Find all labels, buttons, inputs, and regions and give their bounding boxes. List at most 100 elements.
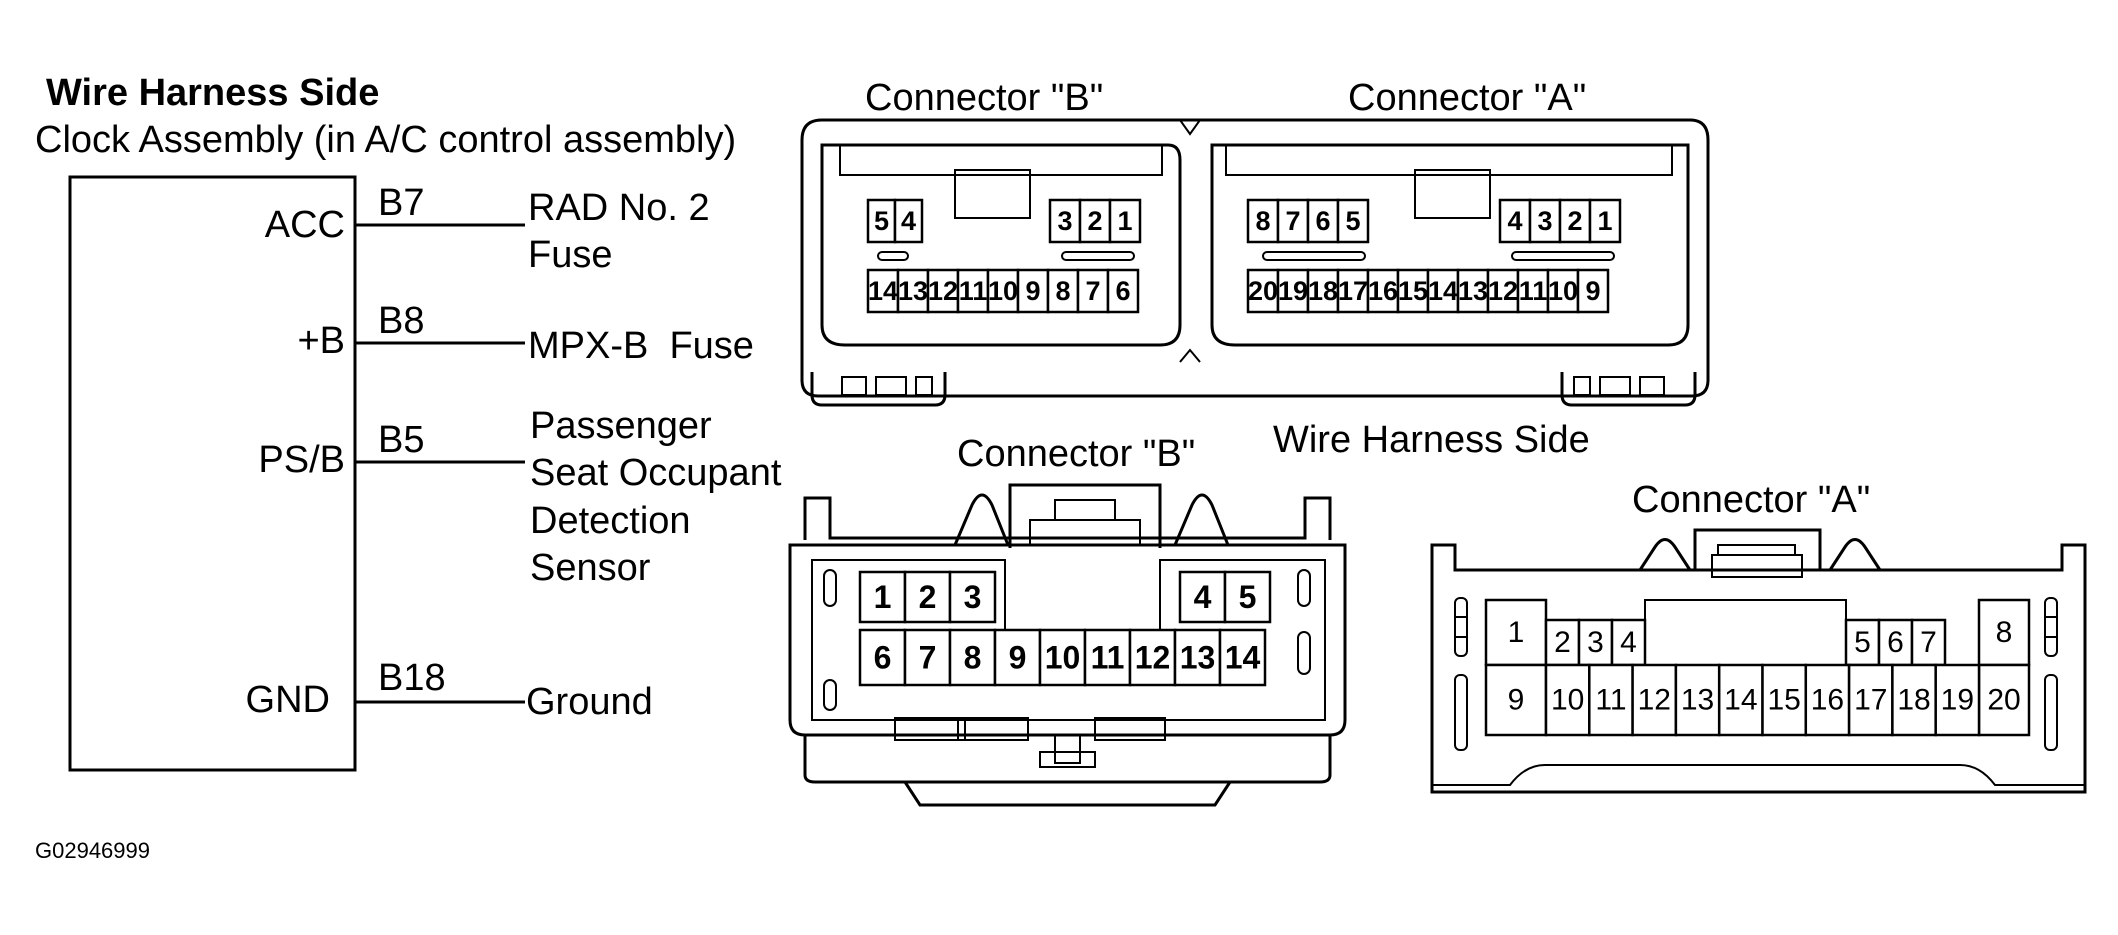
top-b-pin-9: 9 — [1025, 276, 1040, 306]
top-a-pin-18: 18 — [1308, 276, 1338, 306]
top-a-pin-7: 7 — [1285, 206, 1300, 236]
top-a-pin-15-cell — [1396, 268, 1430, 314]
top-a-pin-13: 13 — [1458, 276, 1488, 306]
conn-a-pin-3-cell — [1577, 618, 1614, 667]
top-a-pin-1-cell — [1588, 198, 1622, 244]
pin-b5-label: B5 — [378, 419, 424, 461]
conn-a-pin-15-cell — [1761, 663, 1808, 737]
top-b-pin-5: 5 — [874, 206, 889, 236]
top-b-pin-6: 6 — [1115, 276, 1130, 306]
top-a-pin-8-cell — [1246, 198, 1280, 244]
top-a-pin-19: 19 — [1278, 276, 1308, 306]
conn-a-pin-15: 15 — [1767, 684, 1800, 717]
conn-a-center-frame — [1644, 599, 1847, 665]
top-connector-b-label: Connector "B" — [865, 77, 1103, 119]
conn-b-pin-6: 6 — [874, 640, 892, 676]
conn-b-pin-13-cell — [1173, 628, 1222, 687]
conn-b-pin-14: 14 — [1225, 640, 1261, 676]
conn-a-pin-16-cell — [1804, 663, 1851, 737]
conn-b-pin-7: 7 — [919, 640, 937, 676]
top-a-pin-9: 9 — [1585, 276, 1600, 306]
dest-ground: Ground — [526, 681, 653, 723]
heading-label: Wire Harness Side — [46, 72, 379, 114]
top-a-pin-20: 20 — [1248, 276, 1278, 306]
dest-sensor-line4: Sensor — [530, 547, 651, 589]
pin-b8-label: B8 — [378, 300, 424, 342]
pin-b18-label: B18 — [378, 657, 446, 699]
figure-id: G02946999 — [35, 838, 150, 863]
conn-b-pin-3: 3 — [964, 579, 982, 615]
top-a-pin-4: 4 — [1507, 206, 1522, 236]
conn-a-pin-5: 5 — [1854, 626, 1871, 659]
clock-assembly-box — [68, 175, 357, 772]
top-a-pin-3-cell — [1528, 198, 1562, 244]
top-b-pin-10-cell — [986, 268, 1020, 314]
conn-b-pin-8: 8 — [964, 640, 982, 676]
dest-sensor-line3: Detection — [530, 500, 691, 542]
dest-mpx-fuse: MPX-B Fuse — [528, 325, 754, 367]
conn-a-pin-19-cell — [1934, 663, 1981, 737]
top-a-pin-12: 12 — [1488, 276, 1518, 306]
conn-a-pin-18: 18 — [1897, 684, 1930, 717]
top-a-pin-14-cell — [1426, 268, 1460, 314]
conn-b-pin-6-cell — [858, 628, 907, 687]
connector-b-housing — [788, 483, 1347, 807]
top-a-pin-5: 5 — [1345, 206, 1360, 236]
conn-a-pin-7-cell — [1910, 618, 1947, 667]
terminal-psb-label: PS/B — [258, 439, 345, 481]
dest-rad-fuse-line2: Fuse — [528, 234, 612, 276]
conn-b-pin-5-cell — [1223, 570, 1272, 624]
top-a-pin-10-cell — [1546, 268, 1580, 314]
conn-a-pin-16: 16 — [1811, 684, 1844, 717]
conn-b-pin-2: 2 — [919, 579, 937, 615]
conn-a-pin-12: 12 — [1638, 684, 1671, 717]
top-a-pin-8: 8 — [1255, 206, 1270, 236]
conn-a-pin-14-cell — [1717, 663, 1764, 737]
conn-b-pin-12: 12 — [1135, 640, 1171, 676]
top-b-pin-6-cell — [1106, 268, 1140, 314]
top-a-pin-12-cell — [1486, 268, 1520, 314]
top-b-pin-4: 4 — [901, 206, 916, 236]
top-a-pin-6: 6 — [1315, 206, 1330, 236]
conn-b-pin-9: 9 — [1009, 640, 1027, 676]
top-b-pin-14: 14 — [868, 276, 898, 306]
top-b-pin-13: 13 — [898, 276, 928, 306]
conn-a-pin-9-cell — [1484, 663, 1548, 737]
conn-a-pin-10-cell — [1544, 663, 1591, 737]
top-a-pin-10: 10 — [1548, 276, 1578, 306]
dest-sensor-line2: Seat Occupant — [530, 452, 782, 494]
conn-a-pin-3: 3 — [1587, 626, 1604, 659]
top-connector-a-label: Connector "A" — [1348, 77, 1586, 119]
conn-b-pin-1: 1 — [874, 579, 892, 615]
terminal-b-label: +B — [297, 320, 345, 362]
connector-b-label: Connector "B" — [957, 433, 1195, 475]
top-a-pin-15: 15 — [1398, 276, 1428, 306]
connector-a-housing — [1430, 528, 2087, 794]
conn-a-pin-11-cell — [1588, 663, 1634, 737]
conn-b-pin-13: 13 — [1180, 640, 1216, 676]
conn-a-pin-18-cell — [1891, 663, 1937, 737]
conn-a-pin-20: 20 — [1987, 684, 2020, 717]
top-b-pin-4-cell — [893, 198, 924, 244]
conn-a-pin-2: 2 — [1554, 626, 1571, 659]
pin-b7-label: B7 — [378, 182, 424, 224]
conn-b-pin-4: 4 — [1194, 579, 1212, 615]
conn-b-pin-5: 5 — [1239, 579, 1257, 615]
component-label: Clock Assembly (in A/C control assembly) — [35, 119, 736, 161]
dest-sensor-line1: Passenger — [530, 405, 712, 447]
conn-b-pin-10: 10 — [1045, 640, 1081, 676]
top-a-pin-3: 3 — [1537, 206, 1552, 236]
top-a-pin-4-cell — [1498, 198, 1532, 244]
conn-a-pin-19: 19 — [1941, 684, 1974, 717]
top-b-pin-12: 12 — [928, 276, 958, 306]
top-a-pin-5-cell — [1336, 198, 1370, 244]
top-b-pin-8: 8 — [1055, 276, 1070, 306]
conn-a-pin-20-cell — [1977, 663, 2031, 737]
conn-a-pin-17: 17 — [1854, 684, 1887, 717]
top-a-pin-9-cell — [1576, 268, 1610, 314]
conn-b-pin-8-cell — [948, 628, 997, 687]
conn-a-pin-1: 1 — [1508, 616, 1525, 649]
